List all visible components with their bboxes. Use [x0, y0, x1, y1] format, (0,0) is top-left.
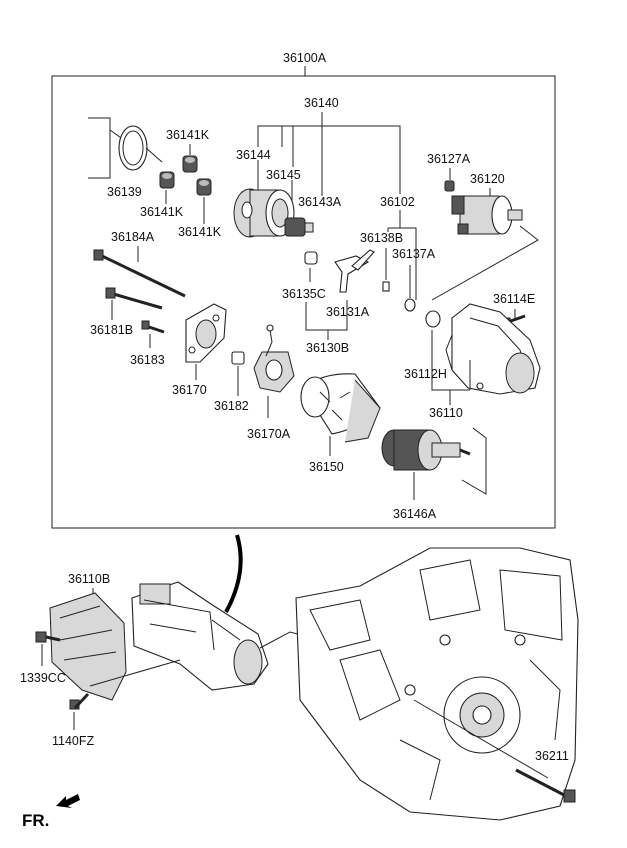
pin-36138B	[382, 281, 390, 292]
label-36211: 36211	[535, 749, 569, 763]
bracket-36140	[257, 125, 401, 194]
bushing-36112H	[425, 310, 441, 328]
bracket-36139	[88, 117, 111, 179]
label-36135C: 36135C	[282, 287, 326, 301]
label-1140FZ: 1140FZ	[52, 734, 95, 748]
label-36183: 36183	[130, 353, 165, 367]
label-36170: 36170	[172, 383, 207, 397]
leader-36146A	[461, 427, 487, 495]
brush-holder-36170A	[253, 324, 295, 393]
label-36114E: 36114E	[493, 292, 535, 306]
label-36141K-right: 36141K	[178, 225, 222, 239]
engine-block	[295, 547, 579, 821]
through-bolt-36184A	[93, 249, 186, 298]
label-36145: 36145	[266, 168, 301, 182]
lever-36138B	[334, 249, 375, 293]
bolt-36211	[515, 768, 576, 803]
end-cover-36170	[185, 303, 227, 363]
label-36137A: 36137A	[392, 247, 436, 261]
label-36110B: 36110B	[68, 572, 110, 586]
through-bolt-36184A-second	[105, 287, 163, 310]
leader-36120	[431, 225, 539, 301]
link-curve	[224, 534, 243, 613]
bushing-36135C	[304, 251, 318, 265]
front-direction-label: FR.	[22, 811, 49, 830]
label-36181B: 36181B	[90, 323, 133, 337]
drive-housing-36110	[445, 303, 541, 395]
planetary-gear-assy-36144	[233, 188, 295, 238]
gear-36141K-right	[196, 178, 212, 196]
armature-36146A	[381, 429, 471, 471]
gear-36141K-top	[182, 155, 198, 173]
label-36143A: 36143A	[298, 195, 342, 209]
gear-36141K-left	[159, 171, 175, 189]
leader-36211	[413, 699, 549, 779]
label-1339CC: 1339CC	[20, 671, 66, 685]
heat-shield-36110B	[49, 592, 127, 701]
label-36140: 36140	[304, 96, 339, 110]
label-36150: 36150	[309, 460, 344, 474]
washer-36137A	[404, 298, 416, 312]
label-36138B: 36138B	[360, 231, 403, 245]
label-36184A: 36184A	[111, 230, 155, 244]
screw-36183	[141, 320, 165, 334]
label-36120: 36120	[470, 172, 505, 186]
label-36127A: 36127A	[427, 152, 471, 166]
bracket-36110	[431, 330, 470, 391]
nut-36127A	[444, 180, 455, 192]
bolt-1339CC	[35, 631, 61, 643]
label-36130B: 36130B	[306, 341, 349, 355]
label-36110: 36110	[429, 406, 463, 420]
bushing-36182	[231, 351, 245, 365]
label-36102: 36102	[380, 195, 415, 209]
solenoid-switch-36120	[451, 195, 523, 235]
label-36144: 36144	[236, 148, 271, 162]
label-36141K-top: 36141K	[166, 128, 210, 142]
label-36112H: 36112H	[404, 367, 447, 381]
label-36182: 36182	[214, 399, 249, 413]
yoke-assy-36150	[300, 373, 381, 443]
starter-motor-assembled	[131, 581, 269, 691]
label-36170A: 36170A	[247, 427, 291, 441]
label-36141K-left: 36141K	[140, 205, 184, 219]
pinion-clutch-36145	[284, 217, 314, 237]
label-36131A: 36131A	[326, 305, 370, 319]
bracket-36130B	[305, 300, 348, 331]
label-36146A: 36146A	[393, 507, 437, 521]
label-36100A: 36100A	[283, 51, 327, 65]
label-36139: 36139	[107, 185, 142, 199]
snap-ring-36139	[118, 125, 148, 171]
bolt-1140FZ	[69, 692, 90, 710]
front-arrow-icon	[56, 794, 80, 808]
assembly-frame	[51, 75, 556, 529]
